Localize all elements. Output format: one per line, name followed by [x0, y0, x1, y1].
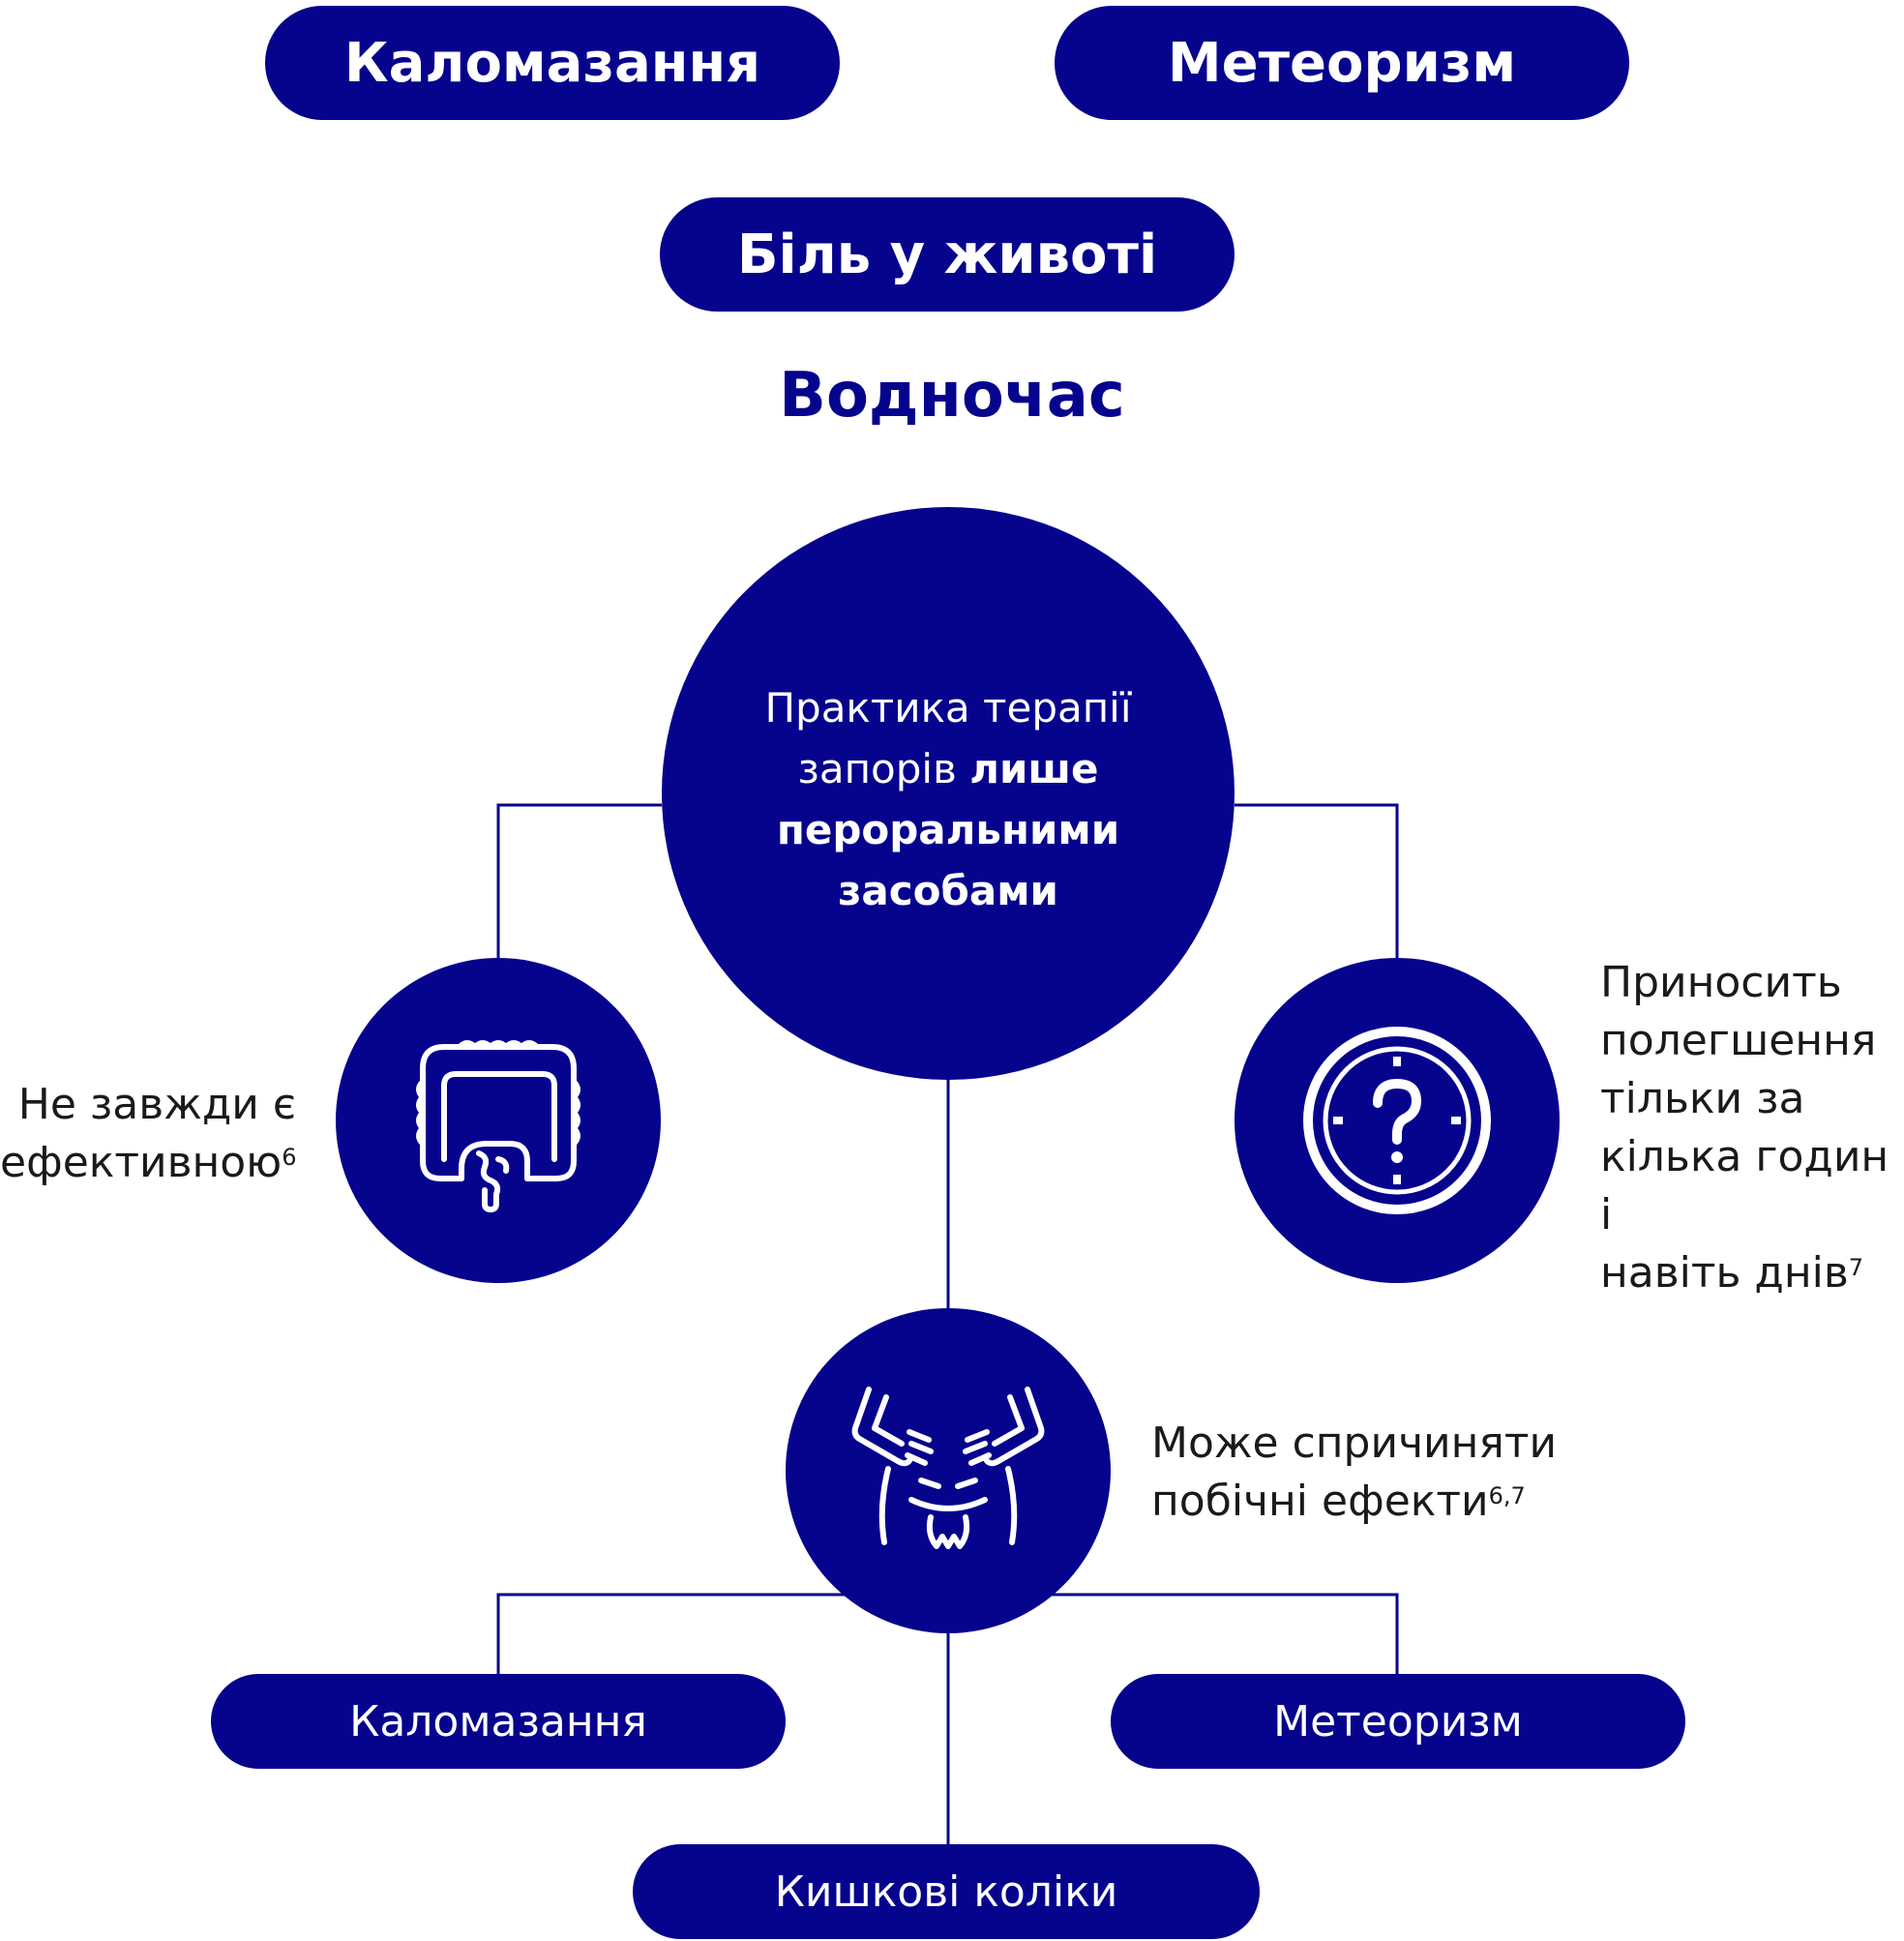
bottom-label-line-1: Може спричиняти: [1151, 1418, 1558, 1468]
center-line-3: пероральними: [776, 806, 1120, 853]
center-line-4: засобами: [838, 867, 1058, 914]
connector-bottom-left: [496, 1593, 845, 1674]
right-label-line-4: кілька годин і: [1600, 1132, 1889, 1239]
right-label: Приносить полегшення тільки за кілька го…: [1600, 954, 1900, 1302]
left-circle: [336, 958, 661, 1283]
section-heading: Водночас: [779, 360, 1125, 432]
center-line-2-normal: запорів: [797, 745, 957, 792]
center-line-1: Практика терапії: [764, 684, 1132, 732]
pill-top-kalomazannia: Каломазання: [265, 6, 840, 120]
bottom-label: Може спричиняти побічні ефекти6,7: [1151, 1415, 1596, 1531]
pill-label: Каломазання: [349, 1696, 647, 1747]
bottom-label-footnote: 6,7: [1488, 1482, 1526, 1509]
right-label-line-2: полегшення: [1600, 1016, 1877, 1065]
pill-label: Метеоризм: [1273, 1696, 1523, 1747]
center-text: Практика терапії запорів лише пероральни…: [716, 677, 1180, 921]
bottom-circle: [786, 1308, 1111, 1633]
right-label-line-5: навіть днів7: [1600, 1244, 1900, 1302]
clock-question-icon: [1303, 1027, 1491, 1214]
pill-top-bil-u-zhyvoti: Біль у животі: [660, 197, 1235, 312]
left-label: Не завжди є ефективною6: [0, 1076, 297, 1192]
abdominal-pain-icon: [851, 1387, 1045, 1549]
center-circle: [662, 507, 1235, 1080]
right-label-line-1: Приносить: [1600, 958, 1842, 1007]
left-label-footnote: 6: [282, 1144, 297, 1171]
center-line-2: запорів лише: [716, 738, 1180, 799]
pill-label: Біль у животі: [736, 223, 1158, 286]
left-label-line-2: ефективною6: [0, 1134, 297, 1192]
pill-label: Кишкові коліки: [774, 1866, 1118, 1917]
connector-right: [1235, 803, 1399, 960]
pill-bottom-meteoryzm: Метеоризм: [1111, 1674, 1685, 1769]
pill-top-meteoryzm: Метеоризм: [1055, 6, 1629, 120]
pill-bottom-kalomazannia: Каломазання: [211, 1674, 786, 1769]
right-label-line-5-text: навіть днів: [1600, 1248, 1849, 1298]
connector-bottom-right: [1052, 1593, 1399, 1674]
intestine-icon: [416, 1040, 580, 1212]
left-label-line-2-text: ефективною: [0, 1138, 283, 1187]
right-label-footnote: 7: [1848, 1254, 1864, 1281]
left-label-line-1: Не завжди є: [17, 1080, 296, 1129]
connector-left: [496, 803, 662, 960]
bottom-label-line-2: побічні ефекти6,7: [1151, 1473, 1596, 1531]
center-line-2-bold: лише: [969, 745, 1099, 792]
pill-bottom-kyshkovi-koliky: Кишкові коліки: [633, 1844, 1260, 1939]
pill-label: Метеоризм: [1167, 31, 1517, 95]
bottom-label-line-2-text: побічні ефекти: [1151, 1477, 1489, 1526]
right-label-line-3: тільки за: [1600, 1074, 1805, 1123]
pill-label: Каломазання: [343, 31, 761, 95]
